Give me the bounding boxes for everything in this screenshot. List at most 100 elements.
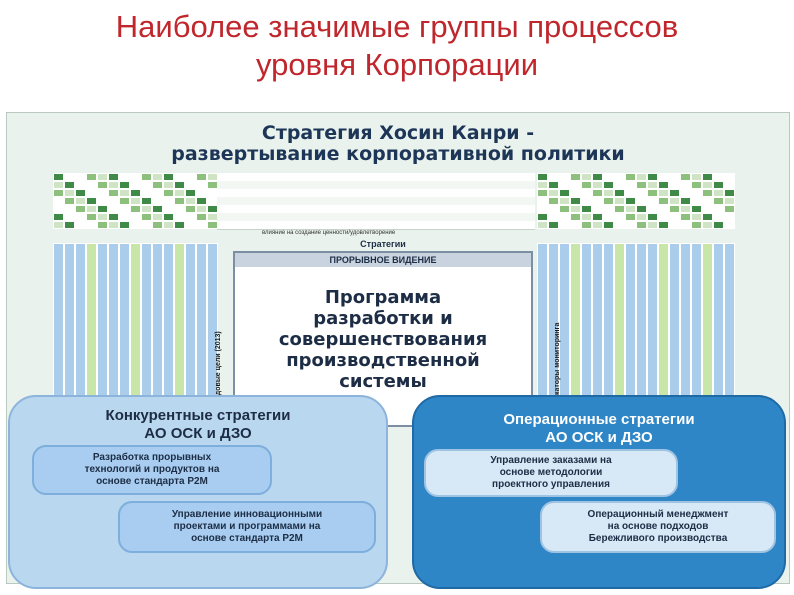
- matrix-cell: [691, 197, 702, 205]
- matrix-cell: [669, 189, 680, 197]
- matrix-cell: [647, 181, 658, 189]
- matrix-cell: [97, 189, 108, 197]
- matrix-cell: [53, 173, 64, 181]
- matrix-cell: [570, 205, 581, 213]
- matrix-cell: [669, 205, 680, 213]
- matrix-cell: [537, 197, 548, 205]
- operational-strategies-panel: Операционные стратегии АО ОСК и ДЗО Упра…: [412, 395, 786, 589]
- competitive-title: Конкурентные стратегии АО ОСК и ДЗО: [10, 407, 386, 443]
- matrix-cell: [141, 181, 152, 189]
- matrix-cell: [185, 213, 196, 221]
- operational-title: Операционные стратегии АО ОСК и ДЗО: [414, 411, 784, 447]
- matrix-cell: [702, 181, 713, 189]
- matrix-cell: [724, 173, 735, 181]
- matrix-cell: [196, 181, 207, 189]
- matrix-cell: [174, 197, 185, 205]
- matrix-cell: [625, 197, 636, 205]
- matrix-cell: [75, 173, 86, 181]
- matrix-cell: [702, 197, 713, 205]
- matrix-cell: [53, 197, 64, 205]
- matrix-cell: [570, 213, 581, 221]
- matrix-cell: [581, 197, 592, 205]
- matrix-cell: [174, 205, 185, 213]
- matrix-cell: [724, 189, 735, 197]
- matrix-cell: [97, 181, 108, 189]
- matrix-cell: [658, 221, 669, 229]
- matrix-cell: [64, 205, 75, 213]
- matrix-cell: [86, 173, 97, 181]
- matrix-cell: [537, 181, 548, 189]
- matrix-cell: [130, 205, 141, 213]
- innovation-projects-item: Управление инновационными проектами и пр…: [118, 501, 376, 553]
- matrix-cell: [163, 205, 174, 213]
- matrix-cell: [152, 213, 163, 221]
- matrix-cell: [53, 205, 64, 213]
- matrix-cell: [625, 173, 636, 181]
- matrix-cell: [537, 205, 548, 213]
- matrix-cell: [53, 221, 64, 229]
- matrix-cell: [592, 173, 603, 181]
- matrix-cell: [196, 205, 207, 213]
- matrix-cell: [174, 173, 185, 181]
- matrix-cell: [724, 197, 735, 205]
- matrix-cell: [702, 173, 713, 181]
- matrix-cell: [614, 197, 625, 205]
- matrix-cell: [64, 221, 75, 229]
- matrix-cell: [75, 205, 86, 213]
- matrix-cell: [647, 173, 658, 181]
- matrix-cell: [669, 221, 680, 229]
- matrix-cell: [570, 197, 581, 205]
- matrix-cell: [119, 213, 130, 221]
- matrix-cell: [625, 181, 636, 189]
- matrix-cell: [108, 189, 119, 197]
- matrix-cell: [130, 213, 141, 221]
- matrix-cell: [581, 205, 592, 213]
- matrix-cell: [559, 197, 570, 205]
- matrix-cell: [196, 221, 207, 229]
- matrix-cell: [691, 173, 702, 181]
- matrix-cell: [647, 221, 658, 229]
- matrix-cell: [86, 205, 97, 213]
- matrix-cell: [680, 189, 691, 197]
- matrix-cell: [658, 181, 669, 189]
- matrix-cell: [548, 181, 559, 189]
- matrix-cell: [196, 189, 207, 197]
- matrix-cell: [130, 197, 141, 205]
- matrix-cell: [680, 173, 691, 181]
- matrix-cell: [603, 213, 614, 221]
- matrix-cell: [185, 181, 196, 189]
- matrix-cell: [141, 213, 152, 221]
- matrix-cell: [691, 221, 702, 229]
- matrix-cell: [592, 189, 603, 197]
- matrix-cell: [636, 181, 647, 189]
- matrix-cell: [592, 213, 603, 221]
- matrix-cell: [185, 173, 196, 181]
- matrix-cell: [64, 197, 75, 205]
- matrix-cell: [141, 205, 152, 213]
- matrix-cell: [119, 181, 130, 189]
- matrix-cell: [141, 189, 152, 197]
- matrix-cell: [680, 181, 691, 189]
- matrix-cell: [537, 221, 548, 229]
- matrix-cell: [548, 173, 559, 181]
- matrix-cell: [724, 205, 735, 213]
- matrix-cell: [680, 197, 691, 205]
- matrix-cell: [53, 189, 64, 197]
- matrix-cell: [713, 197, 724, 205]
- matrix-cell: [196, 197, 207, 205]
- matrix-cell: [724, 181, 735, 189]
- matrix-cell: [86, 221, 97, 229]
- matrix-cell: [603, 221, 614, 229]
- matrix-cell: [108, 173, 119, 181]
- matrix-cell: [174, 181, 185, 189]
- matrix-cell: [75, 213, 86, 221]
- matrix-cell: [702, 205, 713, 213]
- matrix-cell: [625, 213, 636, 221]
- matrix-cell: [680, 205, 691, 213]
- matrix-cell: [141, 221, 152, 229]
- matrix-cell: [130, 181, 141, 189]
- matrix-cell: [570, 221, 581, 229]
- matrix-cell: [636, 189, 647, 197]
- breakthrough-tech-text: Разработка прорывных технологий и продук…: [84, 452, 220, 487]
- matrix-cell: [614, 173, 625, 181]
